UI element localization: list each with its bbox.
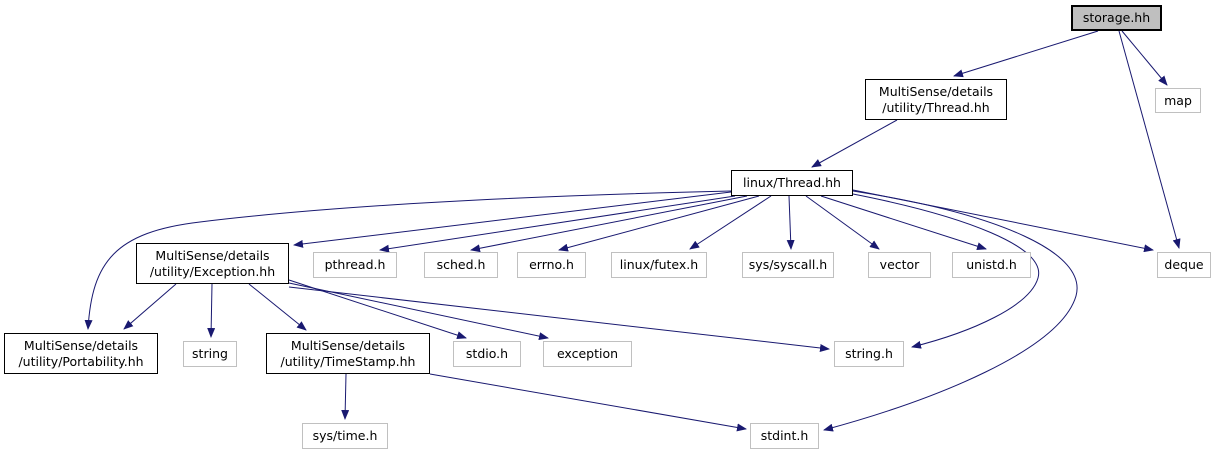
- edge-linux-thread-to-pthread: [379, 195, 736, 253]
- node-map: map: [1155, 88, 1201, 113]
- node-deque: deque: [1157, 252, 1211, 278]
- edge-linux-thread-to-portability: [84, 190, 732, 330]
- node-linux-futex-h: linux/futex.h: [611, 252, 707, 278]
- node-sched-h: sched.h: [424, 252, 498, 278]
- edge-linux-thread-to-unistd: [820, 195, 987, 251]
- edge-exception-hh-to-portability: [123, 283, 177, 330]
- node-linux-thread-hh[interactable]: linux/Thread.hh: [731, 170, 853, 196]
- edge-storage-to-map: [1121, 30, 1168, 86]
- edge-exception-hh-to-string: [207, 283, 216, 338]
- edge-utility-thread-to-linux-thread: [811, 119, 898, 168]
- edge-linux-thread-to-errno: [558, 195, 760, 252]
- edge-exception-hh-to-string-h: [288, 286, 830, 352]
- node-string-h: string.h: [834, 341, 904, 367]
- edge-linux-thread-to-vector: [805, 195, 880, 250]
- node-stdint-h: stdint.h: [750, 423, 819, 449]
- edge-timestamp-to-stdint: [429, 373, 747, 432]
- node-sys-syscall-h: sys/syscall.h: [742, 252, 834, 278]
- node-vector: vector: [868, 252, 931, 278]
- edge-linux-thread-to-stdint: [823, 190, 1078, 432]
- node-exception: exception: [543, 341, 632, 367]
- node-errno-h: errno.h: [517, 252, 586, 278]
- node-sys-time-h: sys/time.h: [302, 423, 388, 449]
- edge-linux-thread-to-string-h: [852, 193, 1040, 349]
- node-pthread-h: pthread.h: [313, 252, 397, 278]
- edge-storage-to-deque: [1118, 30, 1181, 249]
- edge-timestamp-to-sys-time: [341, 373, 350, 420]
- edge-linux-thread-to-exception-hh: [293, 191, 732, 248]
- node-stdio-h: stdio.h: [453, 341, 521, 367]
- node-utility-portability-hh[interactable]: MultiSense/details /utility/Portability.…: [4, 333, 158, 374]
- edge-exception-hh-to-timestamp: [248, 283, 307, 331]
- node-unistd-h: unistd.h: [952, 252, 1031, 278]
- node-utility-timestamp-hh[interactable]: MultiSense/details /utility/TimeStamp.hh: [266, 333, 430, 374]
- node-string: string: [183, 341, 237, 367]
- edge-linux-thread-to-sched: [470, 195, 748, 253]
- edge-linux-thread-to-futex: [689, 195, 772, 250]
- edge-storage-to-utility-thread: [953, 30, 1099, 78]
- node-utility-exception-hh[interactable]: MultiSense/details /utility/Exception.hh: [136, 243, 289, 284]
- node-utility-thread-hh[interactable]: MultiSense/details /utility/Thread.hh: [865, 79, 1007, 120]
- node-storage-hh: storage.hh: [1071, 5, 1162, 31]
- edge-linux-thread-to-syscall: [786, 195, 795, 250]
